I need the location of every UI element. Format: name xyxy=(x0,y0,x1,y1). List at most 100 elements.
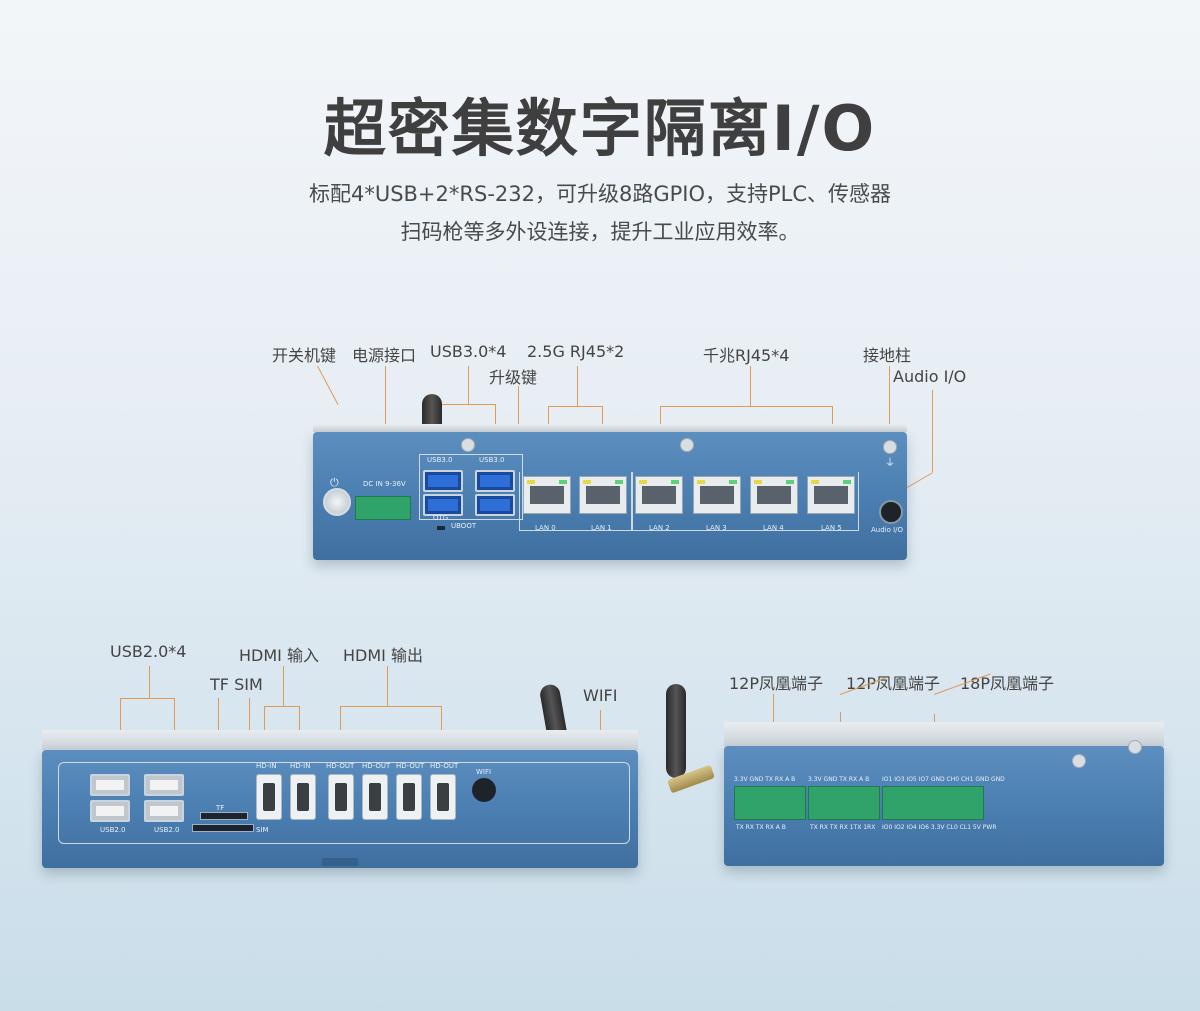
usb20-port[interactable] xyxy=(144,800,184,822)
terminal-bottom-labels-c: IO0 IO2 IO4 IO6 3.3V CL0 CL1 5V PWR xyxy=(882,824,997,831)
lan-port-2[interactable] xyxy=(635,476,683,514)
rear-device-top xyxy=(42,730,638,750)
rear-device-body: USB2.0 USB2.0 TF SIM HD-IN HD-IN HD-OUT … xyxy=(42,750,638,868)
tf-label: TF xyxy=(216,804,225,812)
usb20-label-a: USB2.0 xyxy=(100,826,126,834)
lan-port-3[interactable] xyxy=(693,476,741,514)
usb30-port[interactable] xyxy=(423,494,463,516)
label-power-port: 电源接口 xyxy=(352,346,417,365)
label-power-key: 开关机键 xyxy=(272,346,337,365)
lan1-label: LAN 1 xyxy=(591,524,612,532)
usb30-frame xyxy=(419,454,523,520)
screw xyxy=(461,438,475,452)
terminal-top-labels-c: IO1 IO3 IO5 IO7 GND CH0 CH1 GND GND xyxy=(882,776,1005,783)
label-rj45-gbe: 千兆RJ45*4 xyxy=(703,346,790,365)
usb30-label-b: USB3.0 xyxy=(479,456,505,464)
lan-frame-25g xyxy=(519,472,633,531)
lan4-label: LAN 4 xyxy=(763,524,784,532)
usb30-label-a: USB3.0 xyxy=(427,456,453,464)
screw xyxy=(680,438,694,452)
label-ground: 接地柱 xyxy=(863,346,912,365)
audio-io-label: Audio I/O xyxy=(871,526,904,534)
leader-line xyxy=(120,698,121,754)
leader-line xyxy=(441,404,496,405)
leader-line xyxy=(387,666,388,706)
leader-line xyxy=(468,366,469,404)
label-wifi: WIFI xyxy=(583,686,618,705)
lan2-label: LAN 2 xyxy=(649,524,670,532)
leader-line xyxy=(385,366,386,456)
label-term18: 18P凤凰端子 xyxy=(960,674,1055,693)
side-device-body: 3.3V GND TX RX A B 3.3V GND TX RX A B IO… xyxy=(724,740,1164,866)
hdmi-out-port[interactable] xyxy=(396,774,422,820)
wifi-silk-label: WIFI xyxy=(476,768,492,776)
rear-panel-section: USB2.0*4 TF SIM HDMI 输入 HDMI 输出 WIFI USB… xyxy=(0,600,660,900)
terminal-bottom-labels-a: TX RX TX RX A B xyxy=(736,824,786,831)
leader-line xyxy=(750,366,751,406)
usb30-port[interactable] xyxy=(475,494,515,516)
usb20-port[interactable] xyxy=(144,774,184,796)
screw xyxy=(1128,740,1142,754)
lan-port-4[interactable] xyxy=(750,476,798,514)
label-usb20: USB2.0*4 xyxy=(110,642,187,661)
lan-port-1[interactable] xyxy=(579,476,627,514)
uboot-button[interactable] xyxy=(437,526,445,530)
rear-inner-frame xyxy=(58,762,630,844)
label-upgrade-key: 升级键 xyxy=(489,368,538,387)
side-panel-section: 12P凤凰端子 12P凤凰端子 18P凤凰端子 3.3V GND TX RX A… xyxy=(660,600,1200,900)
hd-out-label-3: HD-OUT xyxy=(396,762,425,770)
terminal-top-labels-a: 3.3V GND TX RX A B xyxy=(734,776,796,783)
leader-line xyxy=(548,406,603,407)
terminal-top-labels-b: 3.3V GND TX RX A B xyxy=(808,776,870,783)
leader-line xyxy=(577,366,578,406)
label-hdmi-in: HDMI 输入 xyxy=(239,646,319,665)
usb30-port[interactable] xyxy=(475,470,515,492)
subtitle-line-2: 扫码枪等多外设连接，提升工业应用效率。 xyxy=(400,220,800,244)
lan0-label: LAN 0 xyxy=(535,524,556,532)
lan5-label: LAN 5 xyxy=(821,524,842,532)
power-button[interactable] xyxy=(323,488,351,516)
hd-out-label-1: HD-OUT xyxy=(326,762,355,770)
label-rj45-25g: 2.5G RJ45*2 xyxy=(527,342,625,361)
hdmi-in-port[interactable] xyxy=(290,774,316,820)
page-title: 超密集数字隔离I/O xyxy=(323,92,877,165)
leader-line xyxy=(120,698,175,699)
usb20-port[interactable] xyxy=(90,800,130,822)
usb20-label-b: USB2.0 xyxy=(154,826,180,834)
hdmi-out-port[interactable] xyxy=(430,774,456,820)
label-term12b: 12P凤凰端子 xyxy=(846,674,941,693)
hdmi-out-port[interactable] xyxy=(362,774,388,820)
power-icon: ⏻ xyxy=(330,476,339,489)
hdmi-in-port[interactable] xyxy=(256,774,282,820)
terminal-block-18p[interactable] xyxy=(882,786,984,820)
lan3-label: LAN 3 xyxy=(706,524,727,532)
front-device-top xyxy=(313,424,907,432)
terminal-bottom-labels-b: TX RX TX RX 1TX 1RX xyxy=(810,824,876,831)
usb30-port[interactable] xyxy=(423,470,463,492)
otg-label: OTG xyxy=(433,514,449,522)
label-tf-sim: TF SIM xyxy=(210,675,263,694)
hd-out-label-4: HD-OUT xyxy=(430,762,459,770)
usb20-port[interactable] xyxy=(90,774,130,796)
sim-slot[interactable] xyxy=(192,824,254,832)
tf-slot[interactable] xyxy=(200,812,248,820)
wifi-button[interactable] xyxy=(472,778,496,802)
audio-jack[interactable] xyxy=(879,500,903,524)
side-device-top xyxy=(724,722,1164,746)
sim-label: SIM xyxy=(256,826,269,834)
hdmi-out-port[interactable] xyxy=(328,774,354,820)
lan-port-5[interactable] xyxy=(807,476,855,514)
leader-line xyxy=(904,472,934,490)
lan-frame-gbe xyxy=(631,472,859,531)
hd-out-label-2: HD-OUT xyxy=(362,762,391,770)
leader-line xyxy=(149,666,150,698)
dc-power-connector[interactable] xyxy=(355,496,411,520)
label-hdmi-out: HDMI 输出 xyxy=(343,646,423,665)
leader-line xyxy=(340,706,442,707)
dc-in-label: DC IN 9-36V xyxy=(363,480,406,488)
side-antenna xyxy=(666,684,686,778)
leader-line xyxy=(317,365,339,406)
lan-port-0[interactable] xyxy=(523,476,571,514)
terminal-block-12p-b[interactable] xyxy=(808,786,880,820)
terminal-block-12p-a[interactable] xyxy=(734,786,806,820)
